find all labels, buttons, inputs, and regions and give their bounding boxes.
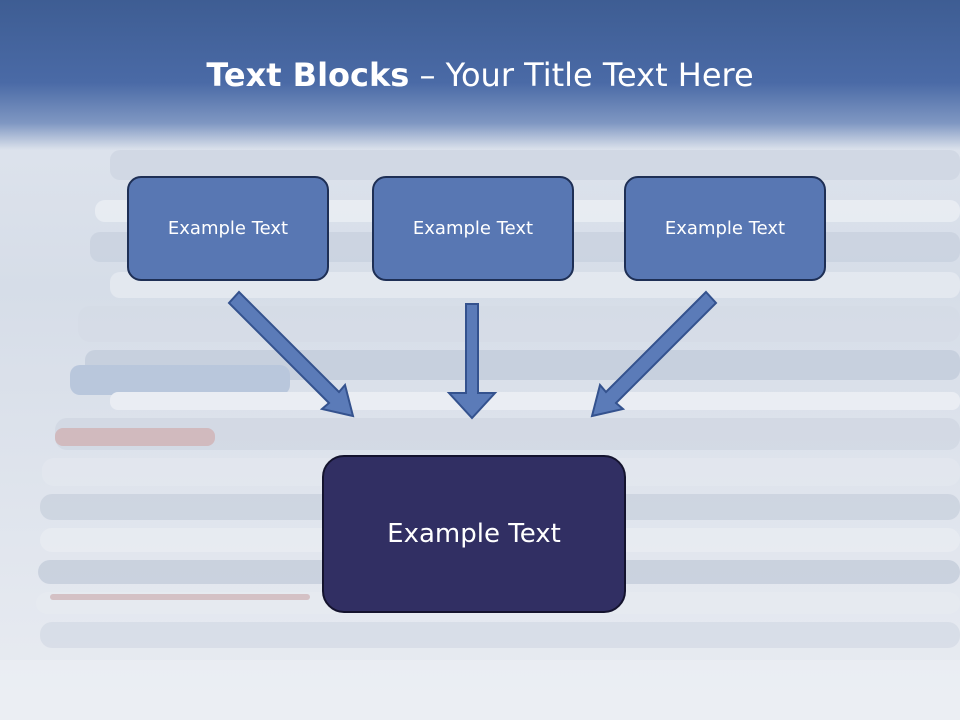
title-separator: – — [409, 56, 446, 94]
title-rest: Your Title Text Here — [445, 56, 754, 94]
text-block-2-label: Example Text — [412, 218, 534, 239]
title-band — [0, 0, 960, 150]
text-block-2[interactable]: Example Text — [372, 176, 574, 281]
text-block-3[interactable]: Example Text — [624, 176, 826, 281]
target-text-block[interactable]: Example Text — [322, 455, 626, 613]
text-block-1[interactable]: Example Text — [127, 176, 329, 281]
target-text-block-label: Example Text — [387, 519, 561, 549]
text-block-1-label: Example Text — [167, 218, 289, 239]
text-block-3-label: Example Text — [664, 218, 786, 239]
slide-title: Text Blocks – Your Title Text Here — [0, 56, 960, 94]
title-bold-part: Text Blocks — [206, 56, 410, 94]
